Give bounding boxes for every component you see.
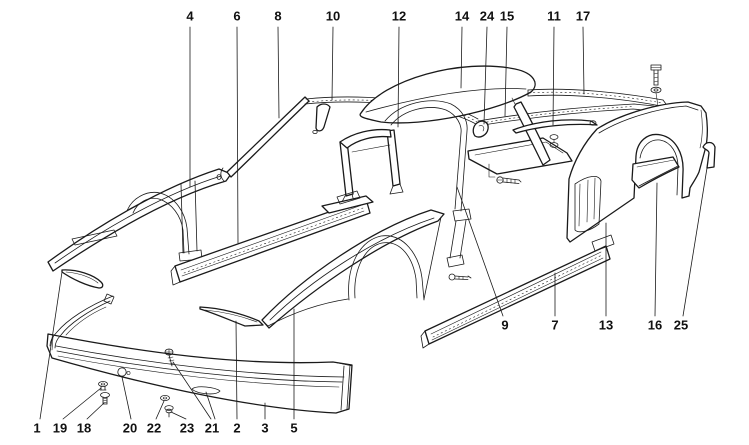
callout-24: 24 xyxy=(480,9,495,24)
callout-17: 17 xyxy=(576,9,590,24)
roof-panel xyxy=(359,65,536,124)
leader-line-21 xyxy=(172,361,212,420)
callout-21: 21 xyxy=(205,421,219,436)
leader-line-6 xyxy=(236,26,239,244)
rear-quarter-panel xyxy=(566,101,709,243)
callout-14: 14 xyxy=(455,9,470,24)
quarter-window-frame xyxy=(339,128,404,205)
nut-23 xyxy=(164,405,174,418)
callout-7: 7 xyxy=(551,318,558,333)
rear-door-sill-rail xyxy=(420,234,615,349)
callout-10: 10 xyxy=(326,9,340,24)
callout-1: 1 xyxy=(33,421,40,436)
callout-18: 18 xyxy=(77,421,91,436)
fender-nose-trim-strip xyxy=(61,269,104,289)
callout-12: 12 xyxy=(392,9,406,24)
leader-line-23 xyxy=(170,411,187,420)
door-jamb-recess xyxy=(574,176,602,233)
bumper-fasteners xyxy=(98,348,175,418)
wheel-arch-strake xyxy=(631,156,680,189)
door-arch-b-pillar xyxy=(384,100,472,268)
pillar-cap-piece xyxy=(472,120,489,138)
cowl-plate xyxy=(467,137,573,184)
leader-line-11 xyxy=(552,26,555,126)
b-pillar-diagonal-strip xyxy=(511,97,551,166)
leader-line-14 xyxy=(460,26,463,89)
leader-line-21 xyxy=(205,391,216,420)
screw-21 xyxy=(164,348,175,367)
front-door-sill-rail xyxy=(170,190,374,286)
leader-line-2 xyxy=(235,320,238,420)
callout-11: 11 xyxy=(547,9,561,24)
leader-line-25 xyxy=(682,167,708,317)
front-bumper xyxy=(46,293,353,414)
callout-23: 23 xyxy=(180,421,194,436)
corner-bracket xyxy=(702,141,716,169)
leader-line-9 xyxy=(456,186,504,317)
rocker-trim-strip xyxy=(199,306,264,327)
callout-13: 13 xyxy=(599,318,613,333)
front-left-fender xyxy=(47,168,232,272)
screw-18 xyxy=(100,392,110,405)
leader-line-17 xyxy=(582,26,585,95)
leader-line-8 xyxy=(277,26,280,119)
leader-line-18 xyxy=(86,402,105,420)
callout-22: 22 xyxy=(147,421,161,436)
callout-3: 3 xyxy=(261,421,268,436)
callout-19: 19 xyxy=(53,421,67,436)
callout-6: 6 xyxy=(233,9,240,24)
callout-9: 9 xyxy=(501,318,508,333)
leader-line-24 xyxy=(483,26,488,125)
leader-line-1 xyxy=(39,271,63,420)
callout-4: 4 xyxy=(186,9,194,24)
cowl-seal-strip xyxy=(512,119,598,148)
roof-side-rail-trim xyxy=(476,103,655,127)
bolt-and-washer xyxy=(650,64,662,107)
callout-2: 2 xyxy=(233,421,240,436)
leader-line-20 xyxy=(121,376,132,420)
leader-line-15 xyxy=(504,26,508,117)
callout-16: 16 xyxy=(648,318,662,333)
mounting-screw-horizontal xyxy=(496,176,522,184)
washer-22 xyxy=(160,394,170,401)
leader-line-16 xyxy=(654,182,658,317)
a-pillar-trim xyxy=(216,96,310,182)
leader-line-10 xyxy=(331,26,334,101)
callout-20: 20 xyxy=(123,421,137,436)
front-right-fender xyxy=(261,209,445,329)
callout-5: 5 xyxy=(290,421,297,436)
leader-line-19 xyxy=(62,387,102,420)
washer-pair xyxy=(549,134,559,148)
sill-screw-horizontal xyxy=(448,273,472,281)
callout-8: 8 xyxy=(274,9,281,24)
leader-line-22 xyxy=(155,400,165,420)
leader-line-12 xyxy=(397,26,400,128)
callout-25: 25 xyxy=(674,318,688,333)
callout-15: 15 xyxy=(500,9,514,24)
windshield-post-strip xyxy=(315,103,331,132)
bumper-grommet-hole xyxy=(117,367,127,377)
